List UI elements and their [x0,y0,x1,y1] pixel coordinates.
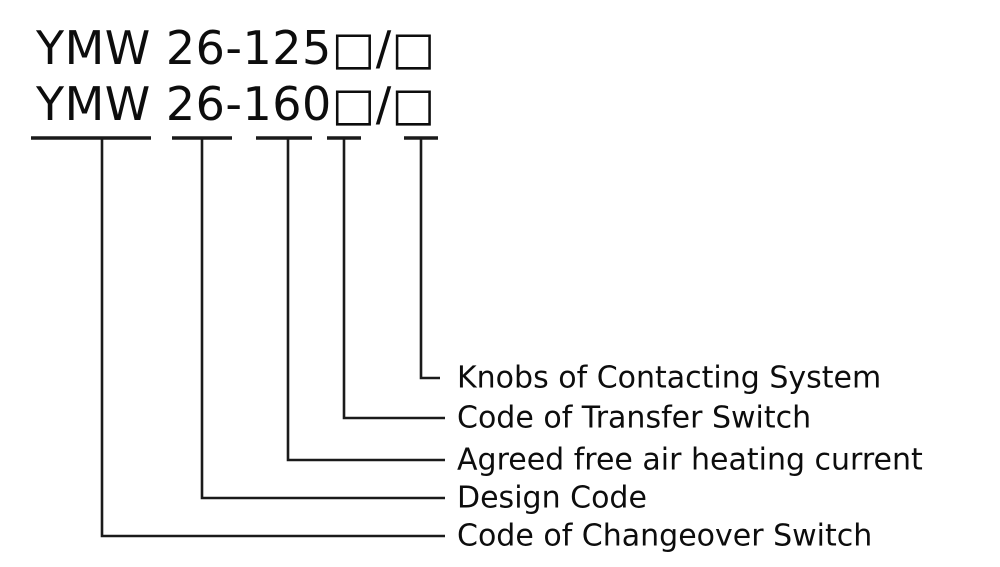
label-design-code: Design Code [457,480,647,516]
label-code-of-changeover-switch: Code of Changeover Switch [457,518,873,554]
elbow-code-of-changeover-switch [100,138,445,538]
product-code-line-2: YMW 26-160□/□ [36,77,436,131]
label-code-of-transfer-switch: Code of Transfer Switch [457,400,812,436]
elbow-agreed-free-air-heating-current [286,138,445,462]
label-knobs-of-contacting-system: Knobs of Contacting System [457,360,882,396]
leader-agreed-free-air-heating-current [256,136,445,462]
product-code-line-1: YMW 26-125□/□ [36,21,436,75]
label-agreed-free-air-heating-current: Agreed free air heating current [457,442,923,478]
leader-code-of-transfer-switch [327,136,445,420]
elbow-code-of-transfer-switch [342,138,445,420]
leader-code-of-changeover-switch [31,136,445,538]
elbow-design-code [200,138,445,500]
leader-knobs-of-contacting-system [404,136,440,380]
elbow-knobs-of-contacting-system [419,138,440,380]
leader-design-code [172,136,445,500]
